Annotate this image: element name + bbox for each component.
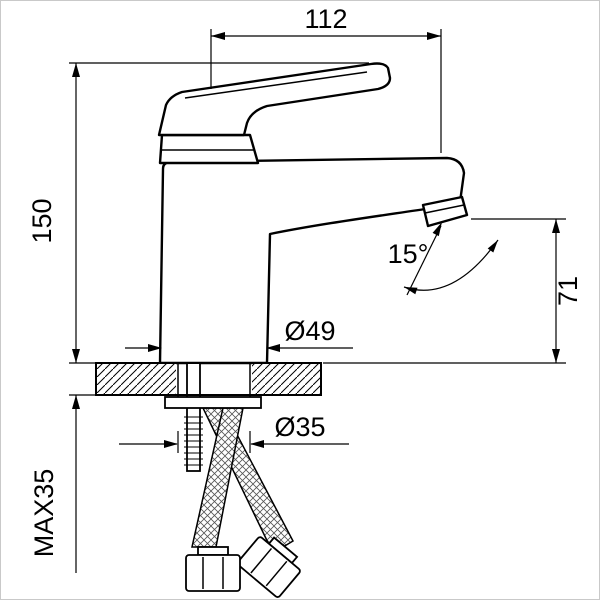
slab-outline [95, 362, 322, 396]
dim-150-label: 150 [27, 198, 57, 243]
dim-d49-label: Ø49 [284, 316, 335, 346]
dim-max35-label: MAX35 [29, 469, 59, 558]
angle-reference-line [406, 225, 442, 296]
dim-angle-label: 15° [388, 239, 429, 269]
countertop-slab [95, 362, 322, 396]
slab-hatch-right [252, 364, 320, 394]
dim-71-label: 71 [553, 276, 583, 306]
mounting-hardware [177, 362, 251, 472]
supply-hose-left [185, 407, 244, 592]
dim-diameter-49: Ø49 [125, 316, 353, 352]
dim-71: 71 [323, 218, 583, 364]
faucet-lever [157, 62, 392, 137]
rod-threads [184, 416, 203, 466]
hose-nut-left [185, 546, 241, 592]
hose-nut-right [236, 536, 301, 598]
dim-angle-15: 15° [388, 222, 499, 296]
slab-hatch-left [97, 364, 176, 394]
dim-150: 150 [27, 62, 369, 364]
dim-112-label: 112 [304, 4, 347, 34]
handle-base [158, 133, 260, 165]
faucet [157, 62, 469, 365]
lever-detail-line [184, 71, 368, 99]
mounting-washer [164, 396, 262, 409]
dim-max35: MAX35 [29, 394, 96, 573]
dim-112: 112 [210, 4, 442, 153]
aerator-detail-line [424, 204, 465, 214]
aerator [421, 195, 469, 228]
dim-diameter-35: Ø35 [119, 412, 349, 453]
dim-d35-label: Ø35 [274, 412, 325, 442]
